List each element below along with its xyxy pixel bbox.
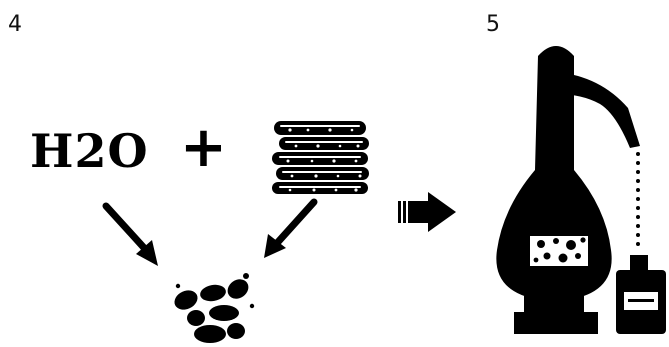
arrow-water-to-mash-icon [102,202,158,266]
pot-still-icon [496,46,640,334]
right-arrow-icon [398,192,456,232]
step-number-4: 4 [8,12,22,37]
malted-barley-stack-icon [272,121,369,194]
spirit-bottle-icon [616,255,666,334]
plus-sign: + [180,115,227,180]
yeast-cells-icon [174,273,255,343]
water-formula-label: H2O [30,124,149,178]
arrow-malt-to-mash-icon [264,198,318,258]
step-number-5: 5 [486,12,500,37]
